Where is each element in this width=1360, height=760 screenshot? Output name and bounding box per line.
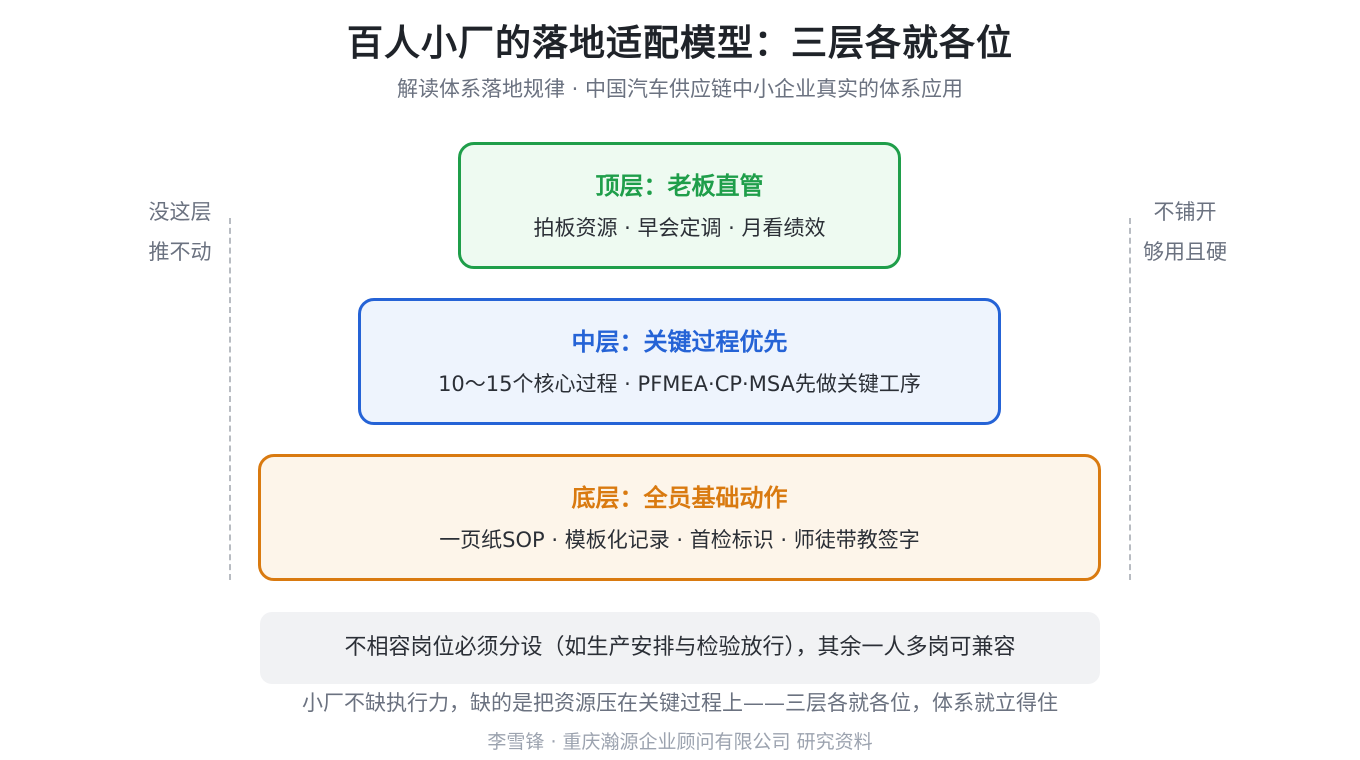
diagram-subtitle: 解读体系落地规律 · 中国汽车供应链中小企业真实的体系应用 (396, 77, 964, 101)
middle-layer-box: 中层：关键过程优先 10～15个核心过程 · PFMEA·CP·MSA先做关键工… (358, 298, 1001, 425)
left-side-note-line-1: 没这层 (148, 200, 212, 224)
left-dashed-divider (229, 218, 231, 580)
source-credit: 李雪锋 · 重庆瀚源企业顾问有限公司 研究资料 (487, 731, 873, 753)
left-side-note-line-2: 推不动 (148, 240, 212, 264)
left-side-note: 没这层 推不动 (125, 192, 235, 272)
top-layer-box: 顶层：老板直管 拍板资源 · 早会定调 · 月看绩效 (458, 142, 901, 269)
bottom-layer-box: 底层：全员基础动作 一页纸SOP · 模板化记录 · 首检标识 · 师徒带教签字 (258, 454, 1101, 581)
bottom-layer-description: 一页纸SOP · 模板化记录 · 首检标识 · 师徒带教签字 (439, 528, 920, 552)
top-layer-description: 拍板资源 · 早会定调 · 月看绩效 (533, 216, 826, 240)
conclusion-text: 小厂不缺执行力，缺的是把资源压在关键过程上——三层各就各位，体系就立得住 (302, 691, 1058, 715)
right-side-note-line-2: 够用且硬 (1143, 240, 1227, 264)
right-side-note-line-1: 不铺开 (1153, 200, 1217, 224)
diagram-title: 百人小厂的落地适配模型：三层各就各位 (346, 23, 1013, 64)
right-side-note: 不铺开 够用且硬 (1130, 192, 1240, 272)
middle-layer-description: 10～15个核心过程 · PFMEA·CP·MSA先做关键工序 (438, 372, 921, 396)
top-layer-title: 顶层：老板直管 (595, 172, 764, 200)
bottom-layer-title: 底层：全员基础动作 (571, 484, 788, 512)
right-dashed-divider (1129, 218, 1131, 580)
segregation-note: 不相容岗位必须分设（如生产安排与检验放行），其余一人多岗可兼容 (260, 612, 1100, 684)
middle-layer-title: 中层：关键过程优先 (571, 328, 788, 356)
